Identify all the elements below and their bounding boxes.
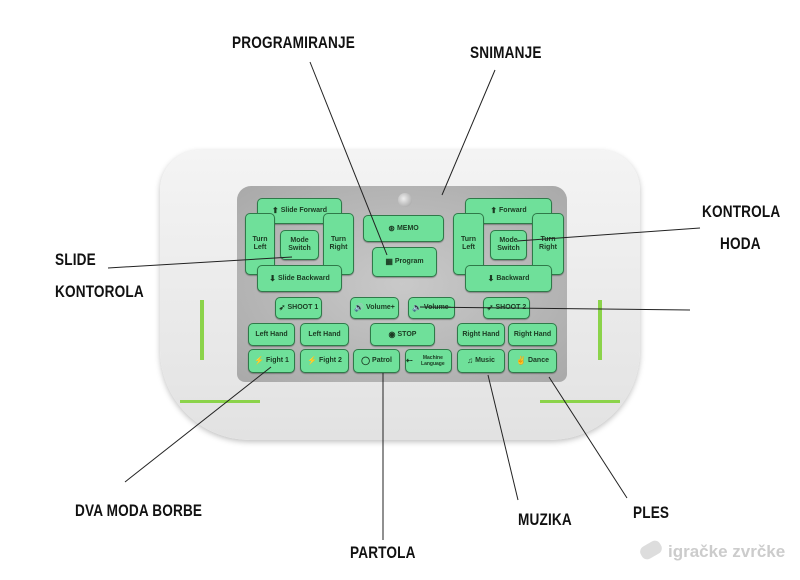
label-kontorola: KONTOROLA [55, 282, 144, 301]
label-slide: SLIDE [55, 250, 96, 269]
leader-line-dance [548, 376, 628, 499]
memo-icon: ⊛ [388, 223, 395, 233]
shoot-1-button[interactable]: ➶SHOOT 1 [275, 297, 322, 319]
mode-switch-right-button[interactable]: Mode Switch [490, 230, 527, 260]
green-stripe [180, 400, 260, 403]
slide-backward-button[interactable]: ⬇Slide Backward [257, 265, 342, 292]
arrow-left-icon: ⇠ [406, 356, 413, 365]
leader-line-fight [124, 366, 272, 483]
arrow-down-icon: ⬇ [487, 273, 495, 283]
label-ples: PLES [633, 503, 670, 522]
dance-icon: ✌ [516, 356, 526, 365]
watermark: igračke zvrčke [637, 538, 785, 562]
green-stripe [200, 300, 204, 360]
leader-line-slide [107, 256, 293, 269]
label-hoda: HODA [720, 234, 761, 253]
leader-line-programiranje [309, 61, 388, 256]
mode-switch-left-button[interactable]: Mode Switch [280, 230, 319, 260]
speaker-icon: 🔊 [354, 303, 365, 312]
program-icon: ▦ [385, 257, 393, 266]
dance-button[interactable]: ✌Dance [508, 349, 557, 373]
turn-left-button[interactable]: Turn Left [245, 213, 275, 275]
machine-language-button[interactable]: ⇠Machine Language [405, 349, 452, 373]
leader-line-snimanje [441, 69, 496, 196]
fight-1-button[interactable]: ⚡Fight 1 [248, 349, 295, 373]
patrol-icon: ◯ [361, 356, 371, 365]
leader-line-kontrola-hoda [516, 227, 701, 242]
arrow-up-icon: ⬆ [490, 206, 498, 215]
label-partola: PARTOLA [350, 543, 416, 562]
leader-line-music [487, 374, 519, 501]
right-hand-down-button[interactable]: Right Hand [508, 323, 557, 346]
leader-line-volume [419, 306, 691, 311]
program-button[interactable]: ▦Program [372, 247, 437, 277]
fight-2-button[interactable]: ⚡Fight 2 [300, 349, 349, 373]
label-muzika: MUZIKA [518, 510, 572, 529]
lightning-icon: ⚡ [254, 356, 264, 365]
label-dva-moda-borbe: DVA MODA BORBE [75, 501, 203, 520]
label-programiranje: PROGRAMIRANJE [232, 33, 355, 52]
lightning-icon: ⚡ [307, 356, 317, 365]
stop-button[interactable]: ◉STOP [370, 323, 435, 346]
turn-right-button[interactable]: Turn Right [323, 213, 354, 275]
music-button[interactable]: ♫Music [457, 349, 505, 373]
stop-icon: ◉ [388, 329, 396, 339]
right-hand-up-button[interactable]: Right Hand [457, 323, 505, 346]
green-stripe [540, 400, 620, 403]
indicator-light [398, 193, 412, 207]
green-stripe [598, 300, 602, 360]
label-kontrola: KONTROLA [702, 202, 781, 221]
left-hand-down-button[interactable]: Left Hand [300, 323, 349, 346]
speaker-icon: 🔈 [411, 303, 422, 312]
music-icon: ♫ [467, 356, 474, 365]
arrow-up-icon: ⬆ [272, 206, 279, 215]
volume-up-button[interactable]: 🔊Volume+ [350, 297, 399, 319]
gun-icon: ➶ [278, 303, 286, 312]
walk-turn-left-button[interactable]: Turn Left [453, 213, 484, 275]
walk-turn-right-button[interactable]: Turn Right [532, 213, 564, 275]
patrol-button[interactable]: ◯Patrol [353, 349, 400, 373]
left-hand-up-button[interactable]: Left Hand [248, 323, 295, 346]
logo-icon [637, 538, 665, 562]
backward-button[interactable]: ⬇Backward [465, 265, 552, 292]
arrow-down-icon: ⬇ [269, 273, 276, 283]
label-snimanje: SNIMANJE [470, 43, 542, 62]
